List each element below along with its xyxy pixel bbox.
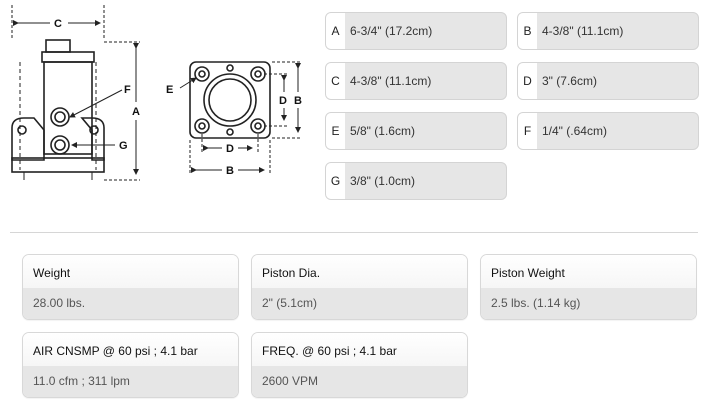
- side-view: [11, 5, 140, 181]
- dim-label-e: E: [166, 84, 173, 96]
- dimension-value: 6-3/4" (17.2cm): [350, 24, 433, 38]
- dimension-letter: A: [326, 13, 345, 49]
- dimension-value: 3" (7.6cm): [542, 74, 597, 88]
- spec-value: 11.0 cfm ; 311 lpm: [23, 366, 238, 397]
- dimension-value: 4-3/8" (11.1cm): [542, 24, 624, 38]
- dimension-letter: D: [518, 63, 537, 99]
- dim-label-d-horizontal: D: [226, 143, 234, 155]
- dimension-letter: E: [326, 113, 345, 149]
- dimension-letter: G: [326, 163, 345, 199]
- dim-label-g: G: [119, 140, 128, 152]
- dim-label-a: A: [132, 106, 140, 118]
- dimensions-grid: A 6-3/4" (17.2cm) B 4-3/8" (11.1cm) C 4-…: [325, 12, 700, 204]
- spec-card-air-consumption: AIR CNSMP @ 60 psi ; 4.1 bar 11.0 cfm ; …: [22, 332, 239, 398]
- dimension-g: G 3/8" (1.0cm): [325, 162, 507, 200]
- dimension-value: 4-3/8" (11.1cm): [350, 74, 432, 88]
- dimension-a: A 6-3/4" (17.2cm): [325, 12, 507, 50]
- spec-card-frequency: FREQ. @ 60 psi ; 4.1 bar 2600 VPM: [251, 332, 468, 398]
- spec-value: 2.5 lbs. (1.14 kg): [481, 288, 696, 319]
- spec-label: Weight: [23, 255, 238, 288]
- dimension-letter: B: [518, 13, 537, 49]
- dimension-value: 5/8" (1.6cm): [350, 124, 415, 138]
- dimension-e: E 5/8" (1.6cm): [325, 112, 507, 150]
- spec-card-piston-dia: Piston Dia. 2" (5.1cm): [251, 254, 468, 320]
- section-divider: [10, 232, 698, 233]
- dimension-d: D 3" (7.6cm): [517, 62, 699, 100]
- spec-card-weight: Weight 28.00 lbs.: [22, 254, 239, 320]
- spec-label: Piston Weight: [481, 255, 696, 288]
- dim-label-d-vertical: D: [279, 95, 287, 107]
- spec-card-piston-weight: Piston Weight 2.5 lbs. (1.14 kg): [480, 254, 697, 320]
- dimension-value: 3/8" (1.0cm): [350, 174, 415, 188]
- dimension-value: 1/4" (.64cm): [542, 124, 607, 138]
- dim-label-b-vertical: B: [294, 95, 302, 107]
- dimension-letter: F: [518, 113, 537, 149]
- spec-label: Piston Dia.: [252, 255, 467, 288]
- spec-value: 2" (5.1cm): [252, 288, 467, 319]
- spec-value: 2600 VPM: [252, 366, 467, 397]
- spec-label: FREQ. @ 60 psi ; 4.1 bar: [252, 333, 467, 366]
- dimension-f: F 1/4" (.64cm): [517, 112, 699, 150]
- dim-label-c: C: [54, 18, 62, 30]
- spec-label: AIR CNSMP @ 60 psi ; 4.1 bar: [23, 333, 238, 366]
- dimension-diagram: C A F G E D B D B: [11, 5, 302, 181]
- dim-label-b-horizontal: B: [226, 165, 234, 177]
- top-view: [179, 61, 301, 174]
- dim-label-f: F: [124, 84, 131, 96]
- dimension-b: B 4-3/8" (11.1cm): [517, 12, 699, 50]
- spec-value: 28.00 lbs.: [23, 288, 238, 319]
- dimension-letter: C: [326, 63, 345, 99]
- dimension-c: C 4-3/8" (11.1cm): [325, 62, 507, 100]
